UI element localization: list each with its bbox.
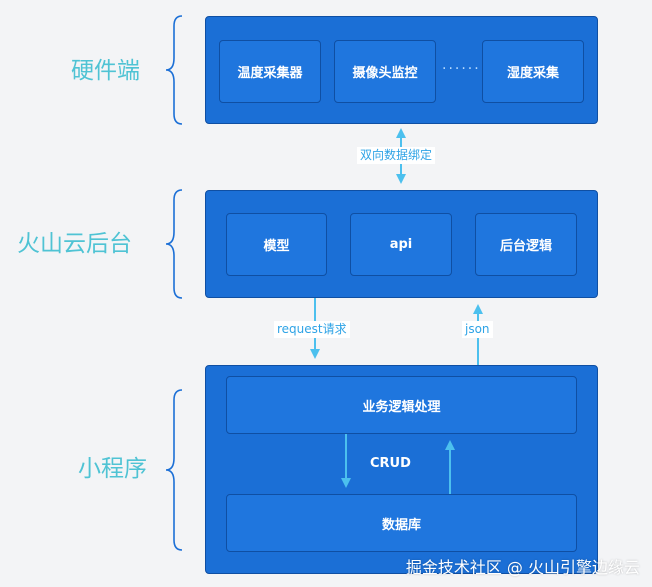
json-label: json: [462, 321, 493, 338]
camera-monitor-node: 摄像头监控: [334, 40, 436, 103]
business-logic-node: 业务逻辑处理: [226, 376, 577, 434]
temperature-collector-node: 温度采集器: [219, 40, 321, 103]
more-devices-ellipsis: ······: [442, 61, 481, 77]
miniprogram-layer-label: 小程序: [78, 456, 147, 482]
hardware-layer-label: 硬件端: [71, 58, 140, 84]
backend-logic-node: 后台逻辑: [475, 213, 577, 276]
watermark: 掘金技术社区 @ 火山引擎边缘云: [405, 558, 640, 577]
crud-label: CRUD: [370, 456, 411, 471]
model-node: 模型: [226, 213, 327, 276]
cloud-layer-label: 火山云后台: [17, 231, 132, 257]
api-node: api: [350, 213, 452, 276]
miniprogram-brace: [165, 389, 183, 551]
database-node: 数据库: [226, 494, 577, 552]
request-label: request请求: [274, 321, 350, 338]
cloud-brace: [165, 189, 183, 299]
humidity-collector-node: 湿度采集: [482, 40, 584, 103]
hardware-brace: [165, 15, 183, 125]
two-way-binding-label: 双向数据绑定: [357, 147, 436, 164]
